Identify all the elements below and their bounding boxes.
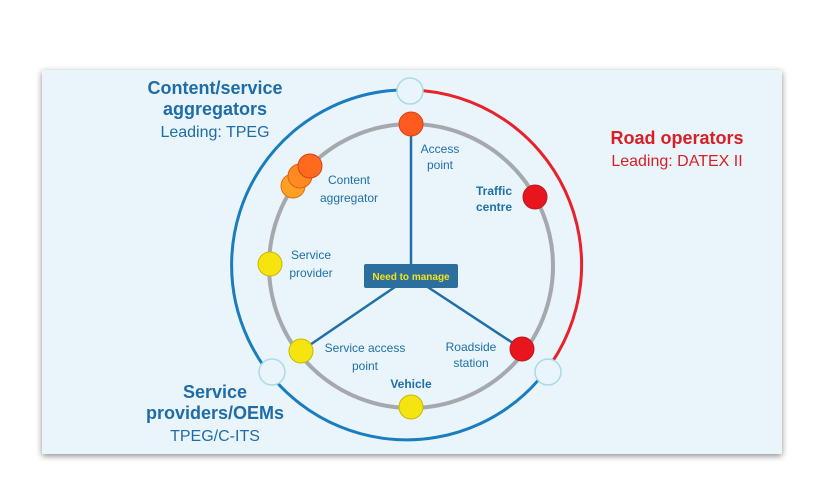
service-providers-title-line2: providers/OEMs — [145, 403, 285, 423]
content-aggregator-label-1: Content — [328, 173, 371, 187]
access-point-label-1: Access — [421, 142, 460, 156]
content-aggregator-label-2: aggregator — [320, 191, 378, 205]
service-access-point-node — [288, 338, 314, 364]
content-aggregators-title-line1: Content/service — [147, 78, 283, 98]
vehicle-label: Vehicle — [390, 377, 432, 391]
road-operators-sub: Leading: DATEX II — [611, 153, 743, 170]
content-aggregators-sub: Leading: TPEG — [160, 124, 270, 141]
traffic-centre-label-1: Traffic — [476, 184, 512, 198]
spoke-right — [410, 274, 523, 351]
service-access-point-label-1: Service access — [325, 341, 406, 355]
blue-outer-arc — [230, 88, 547, 442]
center-label: Need to manage — [372, 272, 450, 283]
service-access-point-label-2: point — [352, 359, 379, 373]
traffic-centre-node — [522, 184, 548, 210]
access-point-label-2: point — [427, 158, 454, 172]
roadside-station-label-2: station — [453, 356, 488, 370]
service-providers-title-line1: Service — [182, 382, 248, 402]
vehicle-node — [398, 394, 424, 420]
red-outer-arc — [412, 88, 584, 373]
content-aggregators-title-line2: aggregators — [162, 99, 268, 119]
content-aggregators-title: Content/service aggregators — [130, 78, 300, 120]
service-providers-title: Service providers/OEMs — [130, 382, 300, 424]
access-point-node — [398, 111, 424, 137]
roadside-station-label-1: Roadside — [446, 340, 497, 354]
roadside-station-node — [509, 336, 535, 362]
service-provider-label-1: Service — [291, 248, 331, 262]
service-providers-sub: TPEG/C-ITS — [170, 428, 260, 445]
junction-top — [396, 77, 424, 105]
junction-left — [258, 358, 286, 386]
junction-right — [534, 358, 562, 386]
center-box — [364, 264, 458, 288]
content-aggregator-node — [297, 153, 323, 179]
spoke-left — [300, 274, 412, 353]
service-provider-label-2: provider — [289, 266, 332, 280]
traffic-centre-label-2: centre — [476, 200, 512, 214]
road-operators-title: Road operators — [610, 128, 744, 148]
service-provider-node — [257, 251, 283, 277]
